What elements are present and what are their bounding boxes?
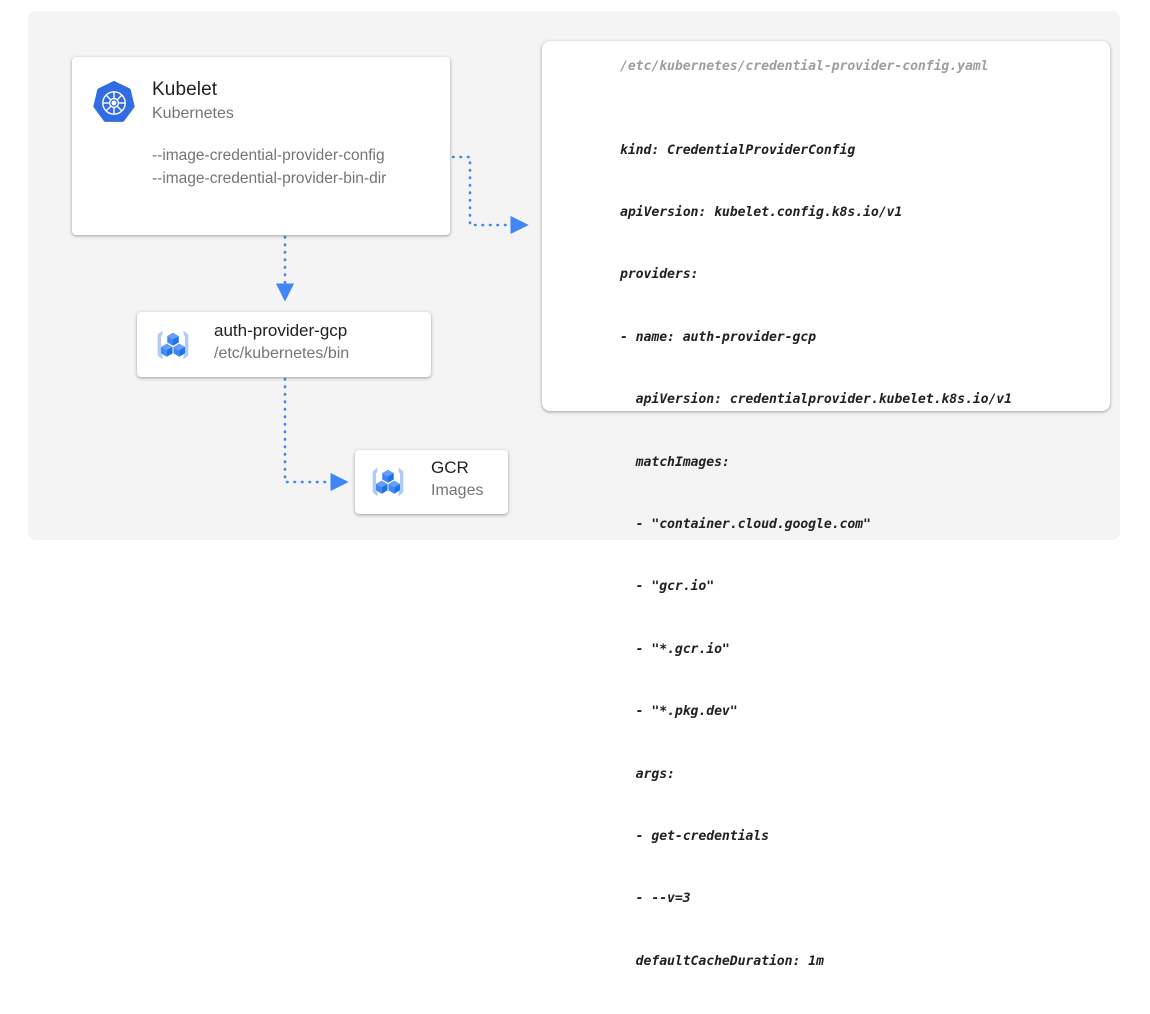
- diagram-stage: Kubelet Kubernetes --image-credential-pr…: [28, 11, 1120, 969]
- auth-provider-title: auth-provider-gcp: [214, 321, 348, 340]
- yaml-line: - get-credentials: [620, 828, 769, 844]
- yaml-line: - --v=3: [620, 891, 691, 907]
- container-registry-icon: [150, 322, 196, 368]
- yaml-line: apiVersion: kubelet.config.k8s.io/v1: [620, 204, 903, 220]
- yaml-filename: /etc/kubernetes/credential-provider-conf…: [620, 59, 989, 74]
- yaml-line: - "*.pkg.dev": [620, 704, 738, 720]
- yaml-line: - name: auth-provider-gcp: [620, 329, 816, 345]
- kubelet-flag-config: --image-credential-provider-config: [152, 147, 385, 164]
- yaml-line: providers:: [620, 267, 699, 283]
- yaml-line: kind: CredentialProviderConfig: [620, 142, 856, 158]
- yaml-line: - "container.cloud.google.com": [620, 516, 871, 532]
- yaml-line: apiVersion: credentialprovider.kubelet.k…: [620, 392, 1012, 408]
- credential-provider-config-panel[interactable]: /etc/kubernetes/credential-provider-conf…: [542, 41, 1110, 969]
- yaml-line: - "gcr.io": [620, 579, 715, 595]
- kubelet-flag-bin-dir: --image-credential-provider-bin-dir: [152, 170, 387, 187]
- yaml-line: args:: [620, 766, 675, 782]
- yaml-content: kind: CredentialProviderConfig apiVersio…: [620, 99, 1100, 1014]
- gcr-subtitle: Images: [431, 482, 484, 499]
- yaml-line: matchImages:: [620, 454, 730, 470]
- gcr-card[interactable]: GCR Images: [355, 450, 508, 514]
- container-registry-icon: [365, 459, 411, 505]
- kubelet-title: Kubelet: [152, 79, 218, 100]
- yaml-line: defaultCacheDuration: 1m: [620, 953, 824, 969]
- auth-provider-subtitle: /etc/kubernetes/bin: [214, 345, 350, 362]
- auth-provider-gcp-card[interactable]: auth-provider-gcp /etc/kubernetes/bin: [137, 312, 431, 377]
- kubelet-card[interactable]: Kubelet Kubernetes --image-credential-pr…: [72, 57, 450, 235]
- yaml-line: - "*.gcr.io": [620, 641, 730, 657]
- gcr-title: GCR: [431, 458, 469, 477]
- kubelet-subtitle: Kubernetes: [152, 105, 234, 122]
- kubernetes-logo-icon: [92, 81, 136, 125]
